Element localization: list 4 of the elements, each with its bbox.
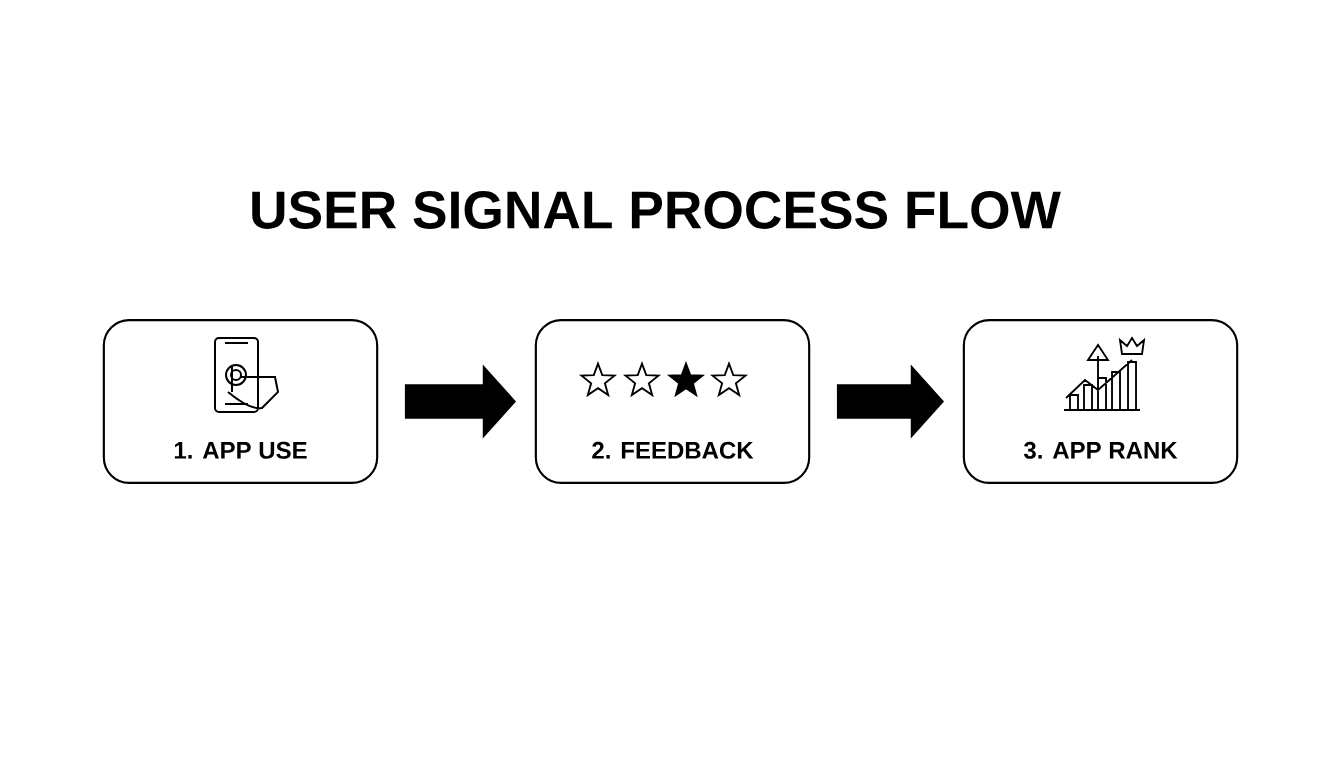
title: USER SIGNAL PROCESS FLOW (252, 191, 1061, 229)
process-box: 2. FEEDBACK (534, 319, 811, 484)
process-box: 1. APP USE (102, 319, 379, 484)
process-box: 3. APP RANK (962, 319, 1239, 484)
